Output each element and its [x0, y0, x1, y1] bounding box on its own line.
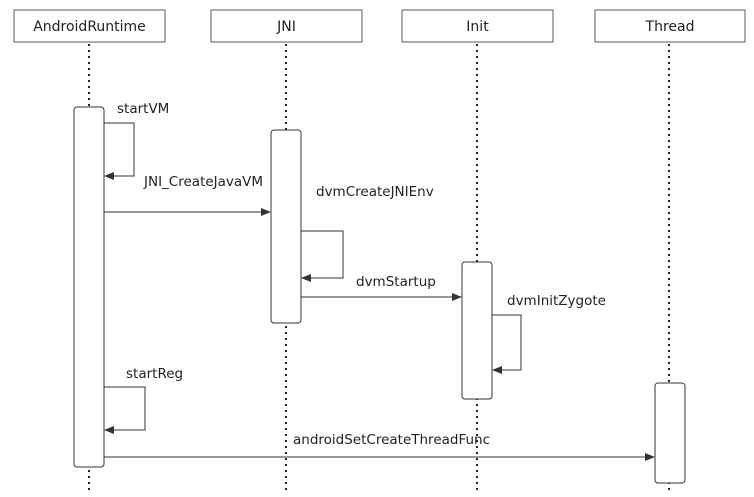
participant-box — [594, 9, 746, 43]
message-arrow — [104, 386, 146, 434]
participant-box — [401, 9, 554, 43]
activation-init — [461, 261, 493, 400]
message-label: dvmStartup — [356, 274, 436, 290]
participant-thread: Thread — [594, 9, 746, 43]
message-android-set-create-thread-func: androidSetCreateThreadFunc — [104, 432, 655, 461]
participant-label: Thread — [645, 19, 695, 35]
message-label: dvmCreateJNIEnv — [316, 184, 434, 200]
activation-thread — [654, 382, 686, 484]
participant-box — [210, 9, 363, 43]
activation-android-runtime — [73, 106, 105, 468]
participant-android-runtime: AndroidRuntime — [13, 9, 166, 43]
participant-label: Init — [466, 19, 489, 35]
message-label: androidSetCreateThreadFunc — [293, 432, 490, 448]
message-arrow — [104, 122, 135, 180]
participant-box — [13, 9, 166, 43]
message-dvm-create-jni-env: dvmCreateJNIEnv — [301, 184, 434, 282]
participant-label: JNI — [276, 19, 296, 35]
message-label: startVM — [117, 101, 169, 117]
participant-label: AndroidRuntime — [33, 19, 146, 35]
message-dvm-startup: dvmStartup — [301, 274, 462, 301]
message-dvm-init-zygote: dvmInitZygote — [492, 293, 606, 374]
participant-jni: JNI — [210, 9, 363, 43]
participant-init: Init — [401, 9, 554, 43]
message-arrow — [492, 314, 522, 374]
activation-jni — [270, 129, 302, 324]
message-start-reg: startReg — [104, 366, 183, 434]
message-jni-create-java-vm: JNI_CreateJavaVM — [104, 174, 271, 216]
message-arrow — [301, 230, 344, 282]
message-label: dvmInitZygote — [507, 293, 606, 309]
message-start-vm: startVM — [104, 101, 169, 180]
message-label: startReg — [126, 366, 183, 382]
message-label: JNI_CreateJavaVM — [143, 174, 263, 190]
